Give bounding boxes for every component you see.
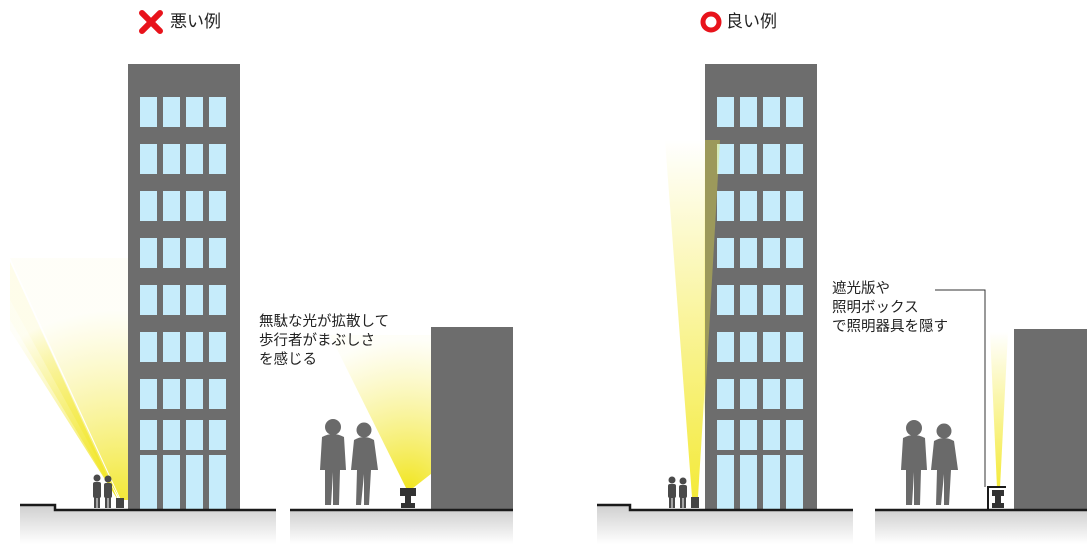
good-callout-leader <box>935 289 986 487</box>
bad-ground-left <box>20 503 276 544</box>
bad-pedestrians-large <box>320 419 378 505</box>
good-light-fixture <box>691 497 699 508</box>
bad-building-windows <box>140 97 226 510</box>
bad-close-fixture <box>400 488 416 508</box>
good-close-building <box>1014 329 1087 510</box>
good-building-windows <box>717 97 803 510</box>
bad-close-building <box>431 327 513 510</box>
cross-icon <box>139 10 163 34</box>
good-pedestrians-large <box>901 420 958 505</box>
bad-example <box>10 64 513 544</box>
bad-note-line-1: 無駄な光が拡散して <box>259 314 390 330</box>
bad-ground-right <box>290 508 513 544</box>
bad-note-line-2: 歩行者がまぶしさ <box>259 333 375 349</box>
circle-icon <box>700 11 722 33</box>
bad-note: 無駄な光が拡散して 歩行者がまぶしさ を感じる <box>259 313 389 370</box>
bad-uplight-cone <box>330 335 436 492</box>
bad-light-cone-main <box>10 262 120 500</box>
good-title: 良い例 <box>726 12 777 32</box>
bad-note-line-3: を感じる <box>259 352 317 368</box>
bad-light-fixture <box>116 498 124 508</box>
good-ground-right <box>875 508 1087 544</box>
good-narrow-beam <box>990 332 1008 488</box>
good-pedestrians-small <box>668 476 687 508</box>
good-note-line-3: で照明器具を隠す <box>832 319 948 335</box>
good-ground-left <box>597 503 853 544</box>
bad-pedestrians-small <box>93 474 112 508</box>
good-note: 遮光版や 照明ボックス で照明器具を隠す <box>832 280 948 337</box>
good-light-box <box>987 486 1006 510</box>
bad-title: 悪い例 <box>170 12 221 32</box>
good-note-line-2: 照明ボックス <box>832 300 919 316</box>
good-example <box>597 64 1087 544</box>
good-note-line-1: 遮光版や <box>832 281 890 297</box>
